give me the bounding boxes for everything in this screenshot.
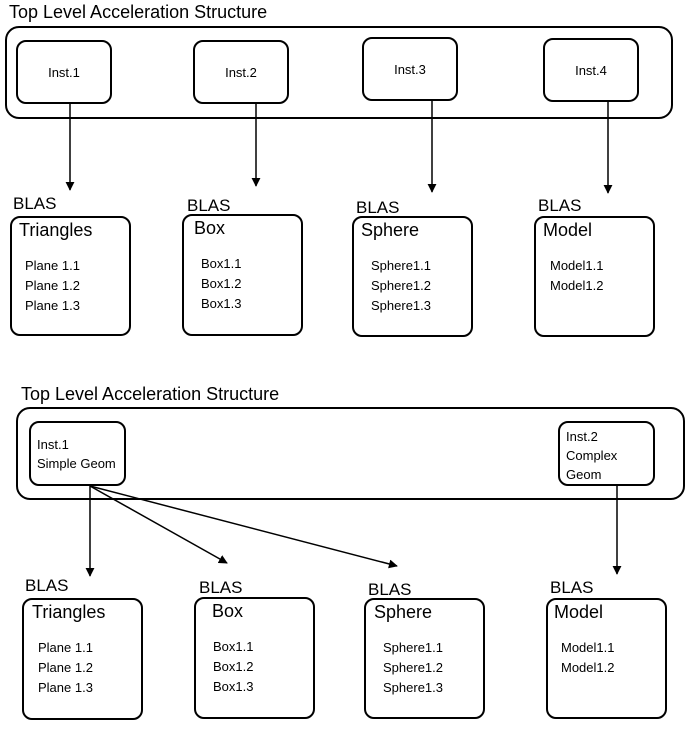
instance-label: Complex (566, 448, 618, 463)
blas-item: Model1.2 (550, 278, 604, 293)
blas-name: Model (554, 602, 604, 622)
instance-label: Geom (566, 467, 602, 482)
blas-box-sphere: Sphere Sphere1.1 Sphere1.2 Sphere1.3 (364, 598, 485, 719)
blas-name: Triangles (32, 602, 106, 622)
blas-item: Plane 1.2 (25, 278, 80, 293)
blas-items: Model1.1 Model1.2 (550, 256, 603, 296)
blas-box-model: Model Model1.1 Model1.2 (534, 216, 655, 337)
blas-label: BLAS (187, 196, 231, 215)
blas-item: Box1.3 (201, 296, 242, 311)
instance-label: Inst.2 (566, 429, 598, 444)
tlas-title-1: Top Level Acceleration Structure (9, 2, 268, 22)
blas-label: BLAS (25, 576, 69, 595)
blas-item: Sphere1.1 (371, 258, 431, 273)
blas-box-triangles: Triangles Plane 1.1 Plane 1.2 Plane 1.3 (10, 216, 131, 336)
blas-items: Model1.1 Model1.2 (561, 638, 614, 678)
blas-items: Box1.1 Box1.2 Box1.3 (201, 254, 241, 314)
blas-label: BLAS (356, 198, 400, 217)
blas-item: Sphere1.2 (383, 660, 443, 675)
instance-label: Inst.1 (48, 64, 80, 80)
blas-item: Sphere1.1 (383, 640, 443, 655)
instance-label: Inst.4 (575, 62, 607, 78)
blas-item: Plane 1.1 (25, 258, 80, 273)
blas-item: Plane 1.1 (38, 640, 93, 655)
blas-item: Sphere1.2 (371, 278, 431, 293)
blas-item: Box1.2 (201, 276, 242, 291)
blas-box-sphere: Sphere Sphere1.1 Sphere1.2 Sphere1.3 (352, 216, 473, 337)
blas-label: BLAS (538, 196, 582, 215)
blas-item: Model1.2 (561, 660, 615, 675)
blas-items: Plane 1.1 Plane 1.2 Plane 1.3 (25, 256, 80, 316)
blas-label: BLAS (368, 580, 412, 599)
blas-item: Model1.1 (550, 258, 604, 273)
blas-item: Sphere1.3 (371, 298, 431, 313)
instance-label: Inst.2 (225, 64, 257, 80)
blas-box-triangles: Triangles Plane 1.1 Plane 1.2 Plane 1.3 (22, 598, 143, 720)
blas-name: Box (194, 218, 226, 238)
instance-box-4: Inst.4 (543, 38, 639, 102)
blas-items: Sphere1.1 Sphere1.2 Sphere1.3 (383, 638, 443, 698)
instance-box-simple-geom: Inst.1 Simple Geom (29, 421, 126, 486)
blas-item: Box1.2 (213, 659, 254, 674)
instance-box-3: Inst.3 (362, 37, 458, 101)
instance-label: Inst.1 (37, 437, 69, 452)
blas-item: Sphere1.3 (383, 680, 443, 695)
blas-box-box: Box Box1.1 Box1.2 Box1.3 (194, 597, 315, 719)
blas-name: Model (543, 220, 593, 240)
blas-name: Sphere (361, 220, 420, 240)
blas-items: Box1.1 Box1.2 Box1.3 (213, 637, 253, 697)
blas-label: BLAS (550, 578, 594, 597)
blas-name: Triangles (19, 220, 93, 240)
blas-item: Box1.3 (213, 679, 254, 694)
blas-box-model: Model Model1.1 Model1.2 (546, 598, 667, 719)
blas-items: Plane 1.1 Plane 1.2 Plane 1.3 (38, 638, 93, 698)
blas-item: Plane 1.3 (25, 298, 80, 313)
instance-label: Simple Geom (37, 456, 116, 471)
instance-box-1: Inst.1 (16, 40, 112, 104)
blas-name: Box (212, 601, 244, 621)
blas-items: Sphere1.1 Sphere1.2 Sphere1.3 (371, 256, 431, 316)
blas-item: Box1.1 (201, 256, 242, 271)
blas-label: BLAS (13, 194, 57, 213)
tlas-title-2: Top Level Acceleration Structure (21, 384, 280, 404)
instance-box-complex-geom: Inst.2 Complex Geom (558, 421, 655, 486)
blas-box-box: Box Box1.1 Box1.2 Box1.3 (182, 214, 303, 336)
blas-item: Box1.1 (213, 639, 254, 654)
blas-item: Plane 1.3 (38, 680, 93, 695)
instance-label: Inst.3 (394, 61, 426, 77)
blas-label: BLAS (199, 578, 243, 597)
blas-item: Model1.1 (561, 640, 615, 655)
blas-item: Plane 1.2 (38, 660, 93, 675)
blas-name: Sphere (374, 602, 433, 622)
instance-box-2: Inst.2 (193, 40, 289, 104)
